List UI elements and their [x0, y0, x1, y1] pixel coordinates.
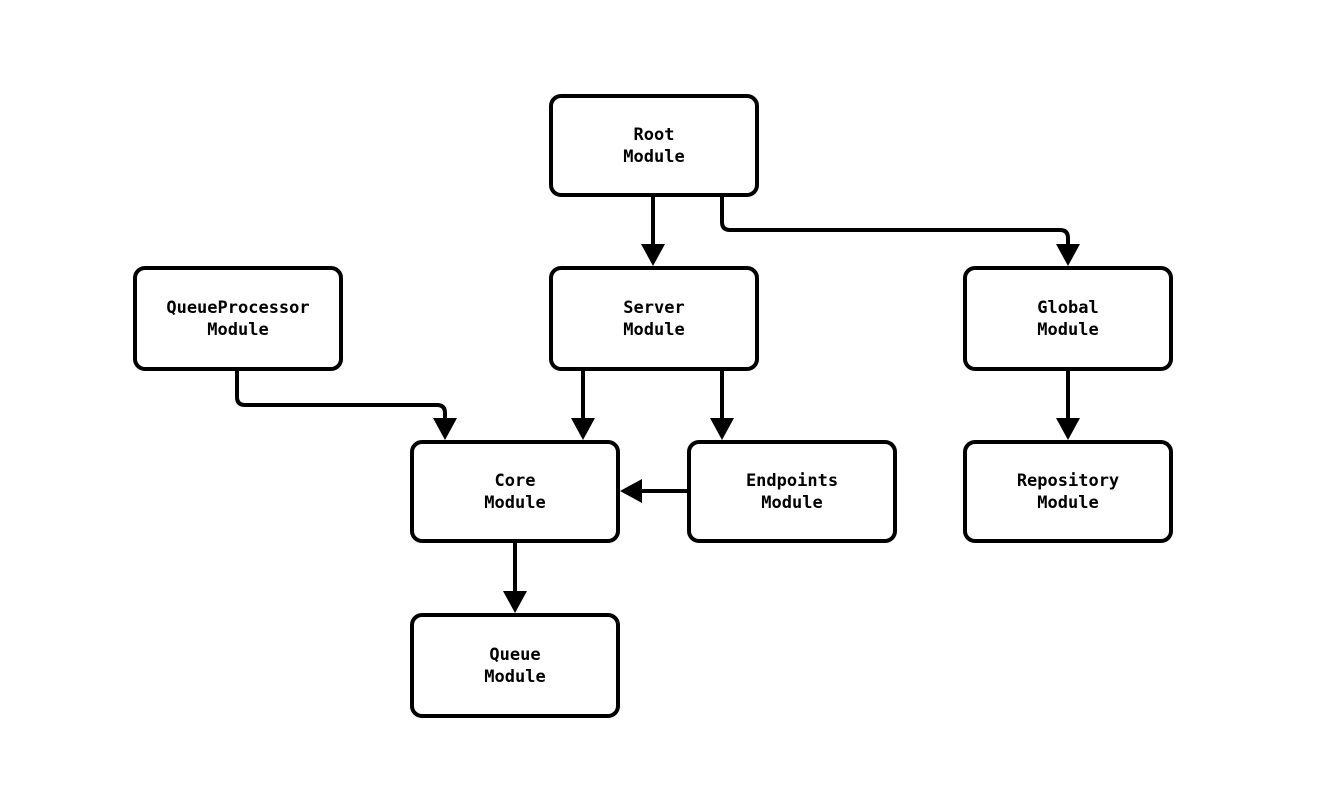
edge-endpoints-core	[620, 479, 687, 503]
edge-global-repository	[1056, 371, 1080, 440]
edge-root-global	[720, 197, 1080, 266]
node-server[interactable]: Server Module	[549, 266, 759, 371]
node-global-label: Global Module	[1037, 297, 1099, 340]
edge-queueprocessor-core	[235, 371, 457, 440]
node-repository-label: Repository Module	[1016, 470, 1120, 513]
node-root-label: Root Module	[623, 124, 685, 167]
edge-server-endpoints	[710, 371, 734, 440]
node-root[interactable]: Root Module	[549, 94, 759, 197]
node-server-label: Server Module	[623, 297, 685, 340]
node-queue-label: Queue Module	[484, 644, 546, 687]
edge-server-core	[571, 371, 595, 440]
node-core-label: Core Module	[484, 470, 546, 513]
edge-core-queue	[503, 543, 527, 613]
node-queueprocessor[interactable]: QueueProcessor Module	[133, 266, 343, 371]
node-endpoints[interactable]: Endpoints Module	[687, 440, 897, 543]
edge-root-server	[641, 197, 665, 266]
node-repository[interactable]: Repository Module	[963, 440, 1173, 543]
node-queueprocessor-label: QueueProcessor Module	[166, 297, 310, 340]
node-endpoints-label: Endpoints Module	[745, 470, 839, 513]
node-global[interactable]: Global Module	[963, 266, 1173, 371]
node-core[interactable]: Core Module	[410, 440, 620, 543]
node-queue[interactable]: Queue Module	[410, 613, 620, 718]
